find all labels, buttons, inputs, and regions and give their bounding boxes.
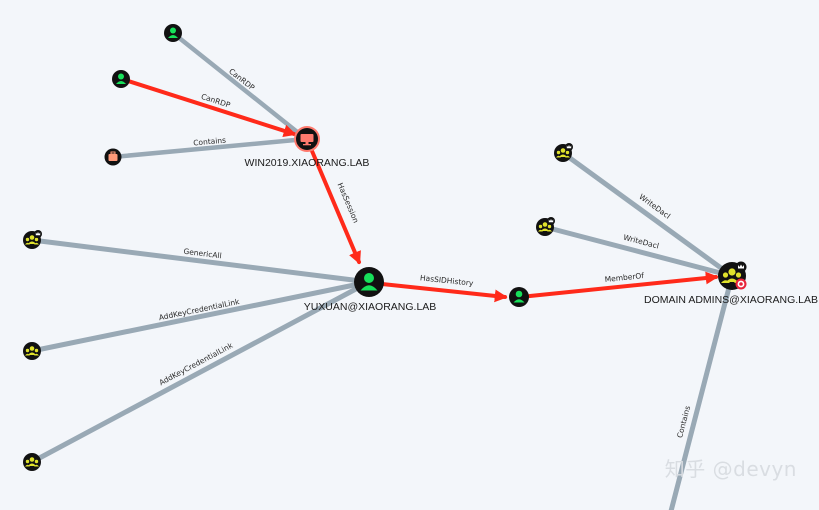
computer-node[interactable]: [294, 126, 320, 152]
crown-badge-icon: [735, 261, 747, 273]
computer-node-label: WIN2019.XIAORANG.LAB: [245, 157, 370, 169]
ou-node[interactable]: [104, 148, 122, 166]
edge-group-right1-writedacl[interactable]: WriteDacl: [560, 150, 735, 279]
group-node-left-1[interactable]: [23, 230, 42, 249]
monitor-icon: [300, 134, 314, 142]
crown-badge-icon: [565, 143, 573, 151]
group-node-left-2[interactable]: [23, 342, 41, 360]
group-node-right-1[interactable]: [554, 143, 573, 162]
edge-hassidhistory[interactable]: HasSIDHistory: [380, 273, 508, 303]
edge-group-right2-writedacl[interactable]: WriteDacl: [542, 224, 735, 279]
group-icon: [25, 235, 39, 245]
edge-label: WriteDacl: [637, 192, 672, 221]
group-icon: [538, 222, 552, 232]
briefcase-icon: [108, 154, 118, 161]
edge-label: HasSIDHistory: [420, 273, 475, 288]
edge-ou-contains[interactable]: Contains: [110, 136, 309, 160]
watermark: 知乎 @devyn: [664, 457, 797, 481]
edge-label: MemberOf: [604, 271, 644, 284]
edge-group1-genericall[interactable]: GenericAll: [29, 237, 372, 285]
group-icon: [25, 457, 39, 467]
group-node-right-2[interactable]: [536, 217, 555, 236]
edge-label: AddKeyCredentialLink: [158, 340, 235, 387]
crown-badge-icon: [547, 217, 555, 225]
user-icon: [118, 73, 124, 80]
yuxuan-node-label: YUXUAN@XIAORANG.LAB: [304, 301, 437, 313]
domain-admins-node-label: DOMAIN ADMINS@XIAORANG.LAB: [644, 294, 818, 306]
user-node-mid[interactable]: [509, 287, 529, 307]
user-node-top[interactable]: [164, 24, 182, 42]
target-badge-icon: [735, 278, 747, 290]
group-icon: [556, 148, 570, 158]
crown-badge-icon: [34, 230, 42, 238]
domain-admins-node[interactable]: [718, 261, 747, 291]
user-node-yuxuan[interactable]: [354, 267, 384, 297]
group-node-left-3[interactable]: [23, 453, 41, 471]
user-icon: [364, 273, 374, 283]
edge-user-top-canrdp[interactable]: CanRDP: [170, 30, 309, 142]
user-icon: [170, 27, 176, 34]
user-node-rdp[interactable]: [112, 70, 130, 88]
edge-group2-addkeycredentiallink[interactable]: AddKeyCredentialLink: [29, 279, 372, 354]
user-icon: [515, 290, 523, 298]
group-icon: [25, 346, 39, 356]
edge-memberof[interactable]: MemberOf: [528, 271, 719, 298]
edge-label: Contains: [193, 136, 227, 148]
